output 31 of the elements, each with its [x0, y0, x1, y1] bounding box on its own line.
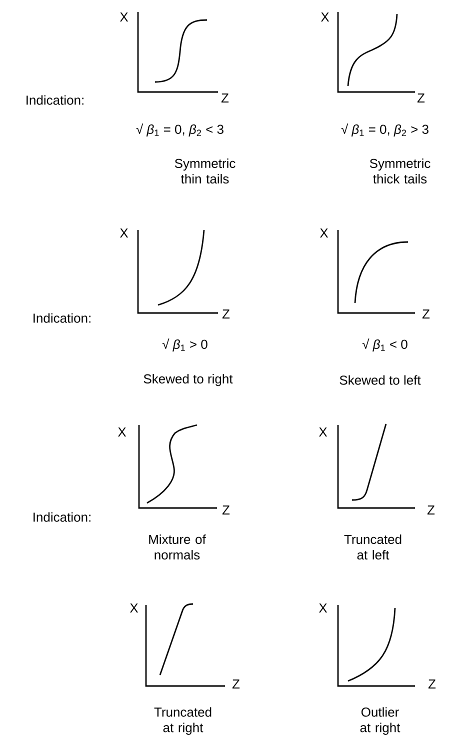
caption-text: Mixture of normals [149, 534, 206, 560]
row-label: Indication: [34, 512, 90, 522]
axis-label: X [318, 428, 328, 436]
formula-label: √ β$_{1}$ > 0 [162, 338, 208, 352]
axis-label: Z [232, 680, 240, 688]
axis-label: X [320, 12, 330, 22]
caption-text: Skewed to right [144, 374, 233, 386]
caption-text: Outlier at right [360, 707, 400, 735]
axis-label: Z [428, 680, 436, 688]
caption-text: Truncated at left [344, 534, 402, 560]
caption-text: Symmetric thick tails [370, 158, 430, 184]
axis-label: X [120, 12, 128, 22]
caption-text: Truncated at right [154, 707, 212, 735]
caption-text: Skewed to left [340, 375, 421, 385]
axis-label: Z [417, 94, 425, 102]
axis-label: X [130, 604, 138, 612]
axis-label: Z [222, 310, 230, 318]
axis-label: Z [422, 310, 430, 318]
axis-label: X [118, 428, 126, 436]
row-label: Indication: [26, 95, 84, 105]
axis-label: X [120, 228, 128, 238]
row-label: Indication: [34, 313, 90, 323]
axis-label: Z [427, 506, 435, 514]
formula-label: √ β$_{1}$ = 0, β$_{2}$ < 3 [136, 124, 224, 136]
axis-label: X [318, 604, 328, 612]
formula-label: √ β$_{1}$ < 0 [362, 338, 408, 352]
formula-label: √ β$_{1}$ = 0, β$_{2}$ > 3 [341, 124, 428, 136]
axis-label: Z [222, 506, 230, 514]
axis-label: X [320, 228, 328, 238]
axis-label: Z [221, 94, 229, 102]
caption-text: Symmetric thin tails [174, 158, 236, 184]
